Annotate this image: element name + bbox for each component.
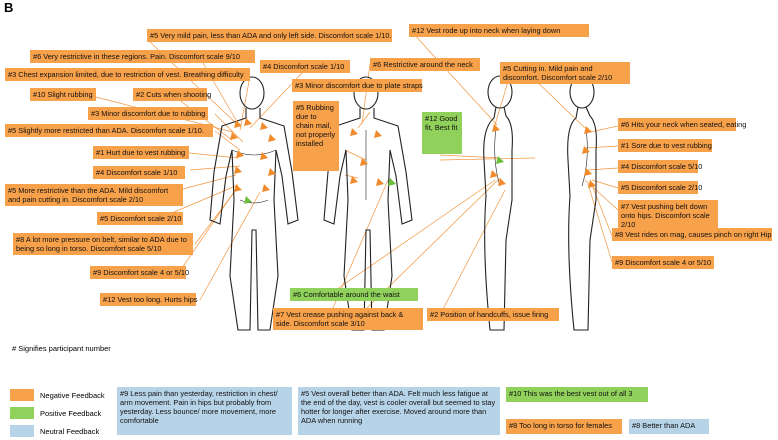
label-participant-3-chest-expansion: #3 Chest expansion limited, due to restr… xyxy=(5,68,250,81)
general-feedback-participant-8-torso: #8 Too long in torso for females xyxy=(506,419,622,434)
label-participant-9-discomfort: #9 Discomfort scale 4 or 5/10 xyxy=(90,266,189,279)
legend-neutral-swatch xyxy=(10,425,34,437)
label-participant-5-discomfort-2: #5 Discomfort scale 2/10 xyxy=(97,212,183,225)
label-participant-1-hurt-rubbing: #1 Hurt due to vest rubbing xyxy=(93,146,189,159)
legend-negative-label: Negative Feedback xyxy=(40,391,105,400)
label-participant-1-sore-rubbing: #1 Sore due to vest rubbing xyxy=(618,139,712,152)
label-participant-12-rode-up: #12 Vest rode up into neck when laying d… xyxy=(409,24,589,37)
label-participant-10-slight-rubbing: #10 Slight rubbing xyxy=(30,88,96,101)
label-participant-12-good-fit: #12 Good fit, Best fit xyxy=(422,112,462,154)
label-participant-5-chain-mail: #5 Rubbing due to chain mail, not proper… xyxy=(293,101,339,171)
label-participant-5-slightly-restricted: #5 Slightly more restricted than ADA. Di… xyxy=(5,124,213,137)
label-participant-4-back-discomfort: #4 Discomfort scale 1/10 xyxy=(260,60,350,73)
label-participant-5-cutting-in: #5 Cutting in. Mild pain and discomfort.… xyxy=(500,62,630,84)
label-participant-2-handcuffs: #2 Position of handcuffs, issue firing xyxy=(427,308,559,321)
legend-neutral-label: Neutral Feedback xyxy=(40,427,100,436)
general-feedback-participant-9: #9 Less pain than yesterday, restriction… xyxy=(117,387,292,435)
legend-note: # Signifies participant number xyxy=(12,344,111,353)
label-participant-8-belt-pressure: #8 A lot more pressure on belt, similar … xyxy=(13,233,193,255)
leader-lines xyxy=(79,31,619,316)
label-participant-9-side-discomfort: #9 Discomfort scale 4 or 5/10 xyxy=(612,256,714,269)
label-participant-6-hits-neck: #6 Hits your neck when seated, eating xyxy=(618,118,746,131)
label-participant-6-neck: #6 Restrictive around the neck xyxy=(370,58,480,71)
markers-positive xyxy=(244,156,504,204)
label-participant-6-restrictive: #6 Very restrictive in these regions. Pa… xyxy=(30,50,255,63)
legend-positive-swatch xyxy=(10,407,34,419)
legend-negative-swatch xyxy=(10,389,34,401)
label-participant-7-belt-hips: #7 Vest pushing belt down onto hips. Dis… xyxy=(618,200,718,231)
label-participant-5-more-restrictive: #5 More restrictive than the ADA. Mild d… xyxy=(5,184,183,206)
label-participant-3-plate-straps: #3 Minor discomfort due to plate straps xyxy=(292,79,423,92)
legend-positive-label: Positive Feedback xyxy=(40,409,102,418)
general-feedback-participant-8-better: #8 Better than ADA xyxy=(629,419,709,434)
label-participant-2-cuts-shooting: #2 Cuts when shooting xyxy=(133,88,211,101)
figure-front xyxy=(209,76,299,331)
general-feedback-participant-5: #5 Vest overall better than ADA. Felt mu… xyxy=(298,387,500,435)
panel-letter: B xyxy=(4,0,14,15)
markers-negative xyxy=(230,118,596,192)
label-participant-4-side-discomfort: #4 Discomfort scale 5/10 xyxy=(618,160,702,173)
label-participant-3-minor-rubbing: #3 Minor discomfort due to rubbing xyxy=(88,107,208,120)
label-participant-5-side-discomfort: #5 Discomfort scale 2/10 xyxy=(618,181,702,194)
label-participant-6-comfortable-waist: #6 Comfortable around the waist xyxy=(290,288,418,301)
label-participant-7-crease: #7 Vest crease pushing against back & si… xyxy=(273,308,423,330)
label-participant-4-discomfort: #4 Discomfort scale 1/10 xyxy=(93,166,185,179)
figure-side-right xyxy=(567,75,597,331)
label-participant-5-mild-pain: #5 Very mild pain, less than ADA and onl… xyxy=(147,29,392,42)
figure-back xyxy=(323,76,413,331)
label-participant-8-rides-on-mag: #8 Vest rides on mag, causes pinch on ri… xyxy=(612,228,772,241)
general-feedback-participant-10: #10 This was the best vest out of all 3 xyxy=(506,387,648,402)
label-participant-12-too-long: #12 Vest too long. Hurts hips xyxy=(100,293,198,306)
